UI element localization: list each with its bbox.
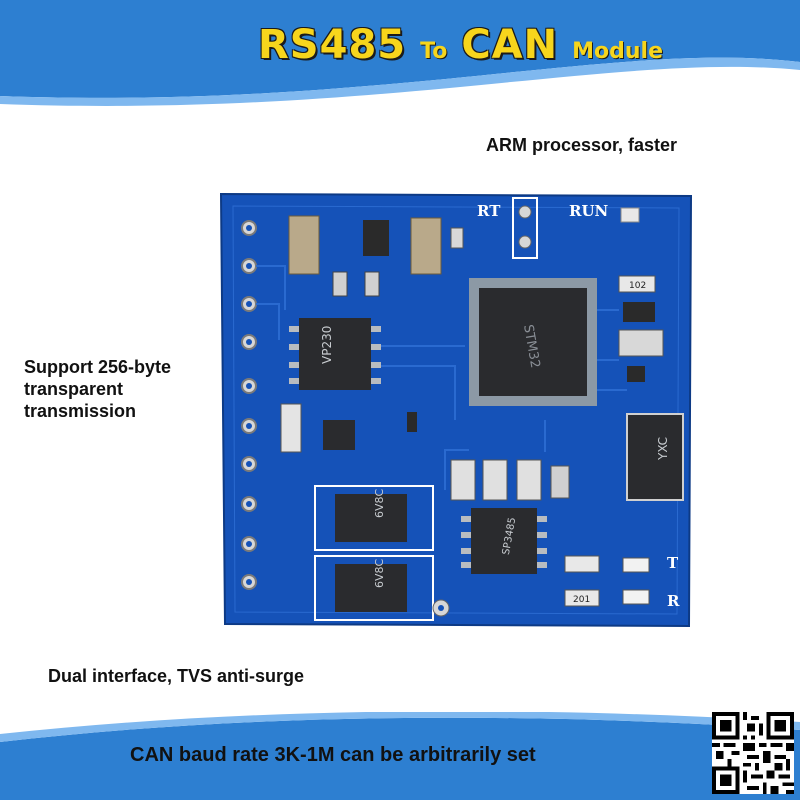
inductor-label: YXC	[656, 437, 670, 461]
inductor: YXC	[626, 413, 684, 501]
qr-code-graphic	[712, 712, 794, 794]
top-banner-bg	[0, 0, 800, 106]
label-t: T	[667, 554, 679, 572]
top-banner: RS485 To CAN Module	[0, 0, 800, 120]
tvs-diodes: 6V8C 6V8C	[314, 485, 434, 621]
vp230-label: VP230	[320, 326, 334, 364]
label-run: RUN	[569, 202, 609, 220]
bottom-banner-bg	[0, 712, 800, 800]
page-title: RS485 To CAN Module	[258, 22, 663, 82]
feature-can-baud-rate: CAN baud rate 3K-1M can be arbitrarily s…	[130, 744, 536, 766]
title-can: CAN	[461, 22, 559, 68]
feature-transparent-transmission: Support 256-byte transparent transmissio…	[24, 357, 172, 421]
qr-code	[712, 712, 794, 794]
feature-dual-interface: Dual interface, TVS anti-surge	[48, 666, 305, 686]
vp230-chip: VP230	[289, 318, 381, 390]
title-rs485: RS485	[258, 22, 407, 68]
tvs-label-2: 6V8C	[373, 558, 386, 588]
tvs-label-1: 6V8C	[373, 488, 386, 518]
feature-arm-processor: ARM processor, faster	[486, 135, 678, 155]
label-r: R	[667, 592, 680, 610]
resistor-label-2: 201	[573, 595, 590, 605]
sp3485-chip: SP3485	[461, 508, 547, 574]
resistor-label: 102	[629, 281, 646, 291]
mcu-chip: STM32	[469, 278, 597, 406]
label-rt: RT	[477, 202, 501, 220]
bottom-banner	[0, 712, 800, 800]
title-module: Module	[572, 39, 663, 64]
circuit-board: RT RUN STM32 VP230	[219, 192, 693, 628]
product-photo: RT RUN STM32 VP230	[215, 190, 695, 630]
title-to: To	[420, 39, 448, 64]
